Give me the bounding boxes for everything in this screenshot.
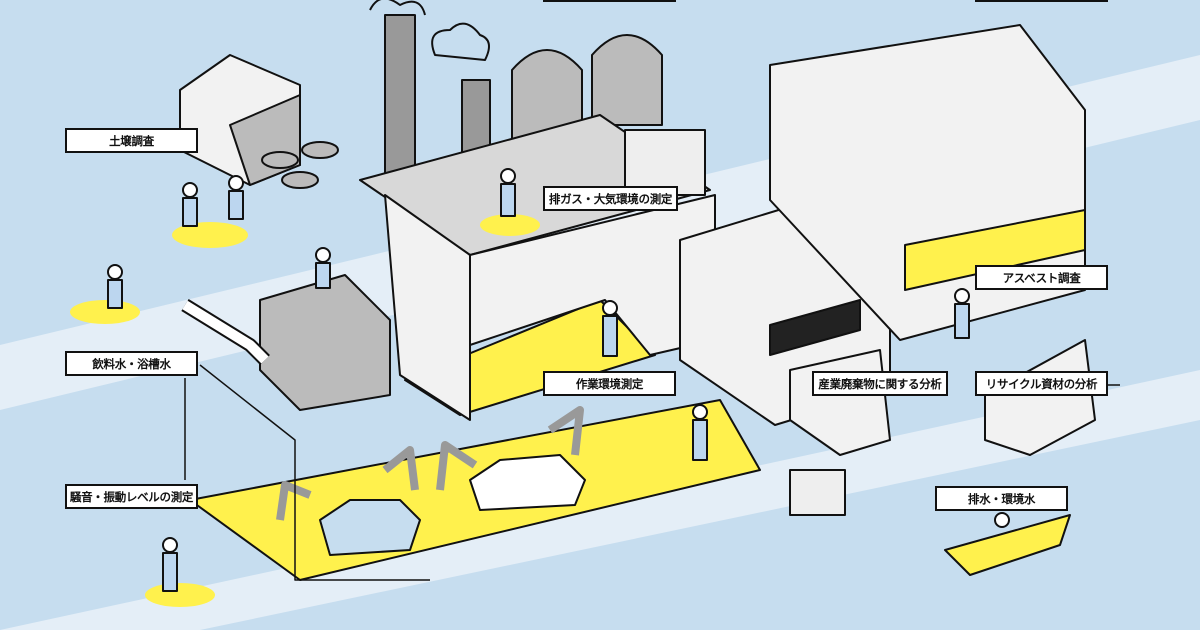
chimney: [384, 14, 416, 181]
spot: [172, 222, 248, 248]
drum: [261, 151, 299, 169]
worker: [994, 512, 1010, 528]
label-work-environment: 作業環境測定: [543, 371, 676, 396]
label-asbestos: アスベスト調査: [975, 265, 1108, 290]
label-exhaust-gas: 排ガス・大気環境の測定: [543, 186, 678, 211]
spot: [145, 583, 215, 607]
worker: [692, 404, 708, 420]
label-cropped-top: [543, 0, 676, 2]
label-cropped-top: [975, 0, 1108, 2]
car: [319, 499, 421, 556]
worker: [315, 247, 331, 263]
worker: [107, 264, 123, 280]
leader-line: [199, 364, 430, 581]
worker: [500, 168, 516, 184]
factory-front: [384, 194, 471, 421]
label-wastewater: 排水・環境水: [935, 486, 1068, 511]
label-recycle-materials: リサイクル資材の分析: [975, 371, 1108, 396]
forklift: [789, 469, 846, 516]
robot-arm: [547, 406, 584, 456]
worker: [228, 175, 244, 191]
worker: [182, 182, 198, 198]
robot-arm: [436, 441, 478, 491]
spot: [70, 300, 140, 324]
robot-arm: [276, 481, 312, 521]
smoke: [369, 0, 426, 16]
tank: [511, 49, 583, 141]
robot-arm: [382, 446, 419, 491]
label-noise-vibration: 騒音・振動レベルの測定: [65, 484, 198, 509]
worker: [602, 300, 618, 316]
label-industrial-waste: 産業廃棄物に関する分析: [812, 371, 948, 396]
worker: [954, 288, 970, 304]
car: [469, 454, 586, 511]
label-soil-survey: 土壌調査: [65, 128, 198, 153]
label-drinking-water: 飲料水・浴槽水: [65, 351, 198, 376]
truck: [984, 339, 1096, 456]
worker: [162, 537, 178, 553]
smoke: [431, 22, 490, 61]
machine: [259, 274, 391, 411]
boat: [944, 514, 1071, 576]
truck: [789, 349, 891, 456]
tank: [591, 34, 663, 126]
spot: [480, 214, 540, 236]
